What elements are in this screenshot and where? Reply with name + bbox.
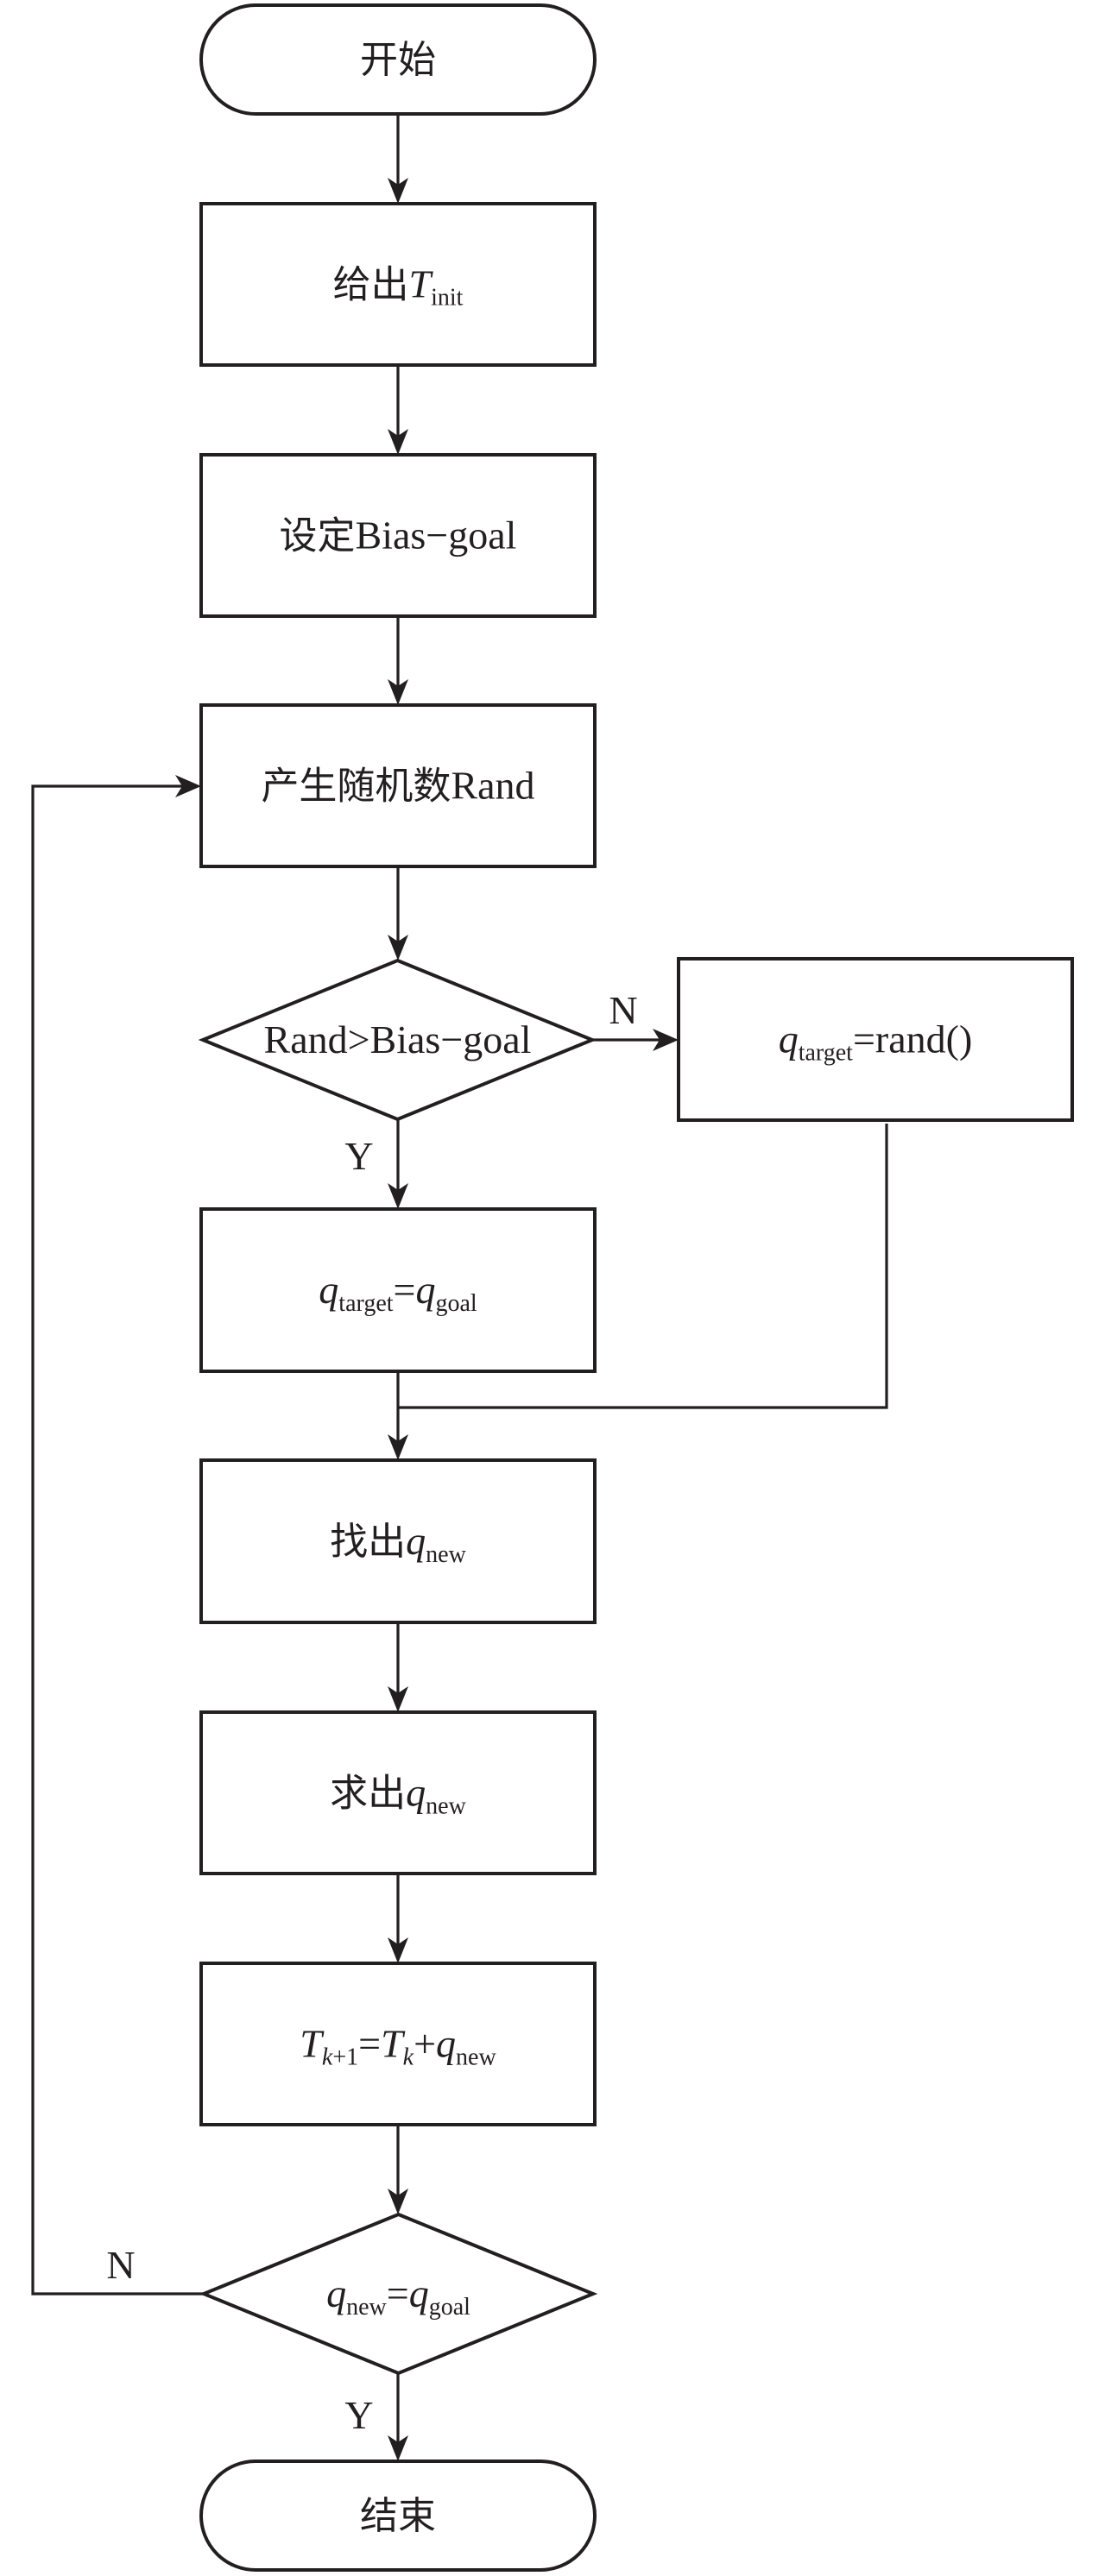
arrowhead-down-icon (388, 1937, 408, 1963)
node-label: 结束 (360, 2494, 436, 2538)
decision-shape (199, 2212, 598, 2376)
label-part: +1 (332, 2044, 358, 2071)
arrowhead-down-icon (388, 178, 408, 204)
node-label: 给出Tinit (333, 262, 464, 312)
node-target-rand: qtarget=rand() (677, 957, 1074, 1122)
label-part: 结束 (360, 2494, 436, 2538)
nodes-layer: 开始给出Tinit设定Bias−goal产生随机数RandRand>Bias−g… (198, 3, 1074, 2572)
node-label: Tk+1=Tk+qnew (300, 2022, 496, 2071)
label-part: new (426, 1541, 466, 1568)
label-part: Bias−goal (356, 513, 517, 557)
node-label: qtarget=qgoal (319, 1268, 477, 1317)
label-part: + (414, 2022, 436, 2066)
label-part: 给出 (333, 263, 409, 307)
node-check-bias: Rand>Bias−goal (198, 958, 597, 1122)
node-set-bias: 设定Bias−goal (199, 453, 597, 618)
arrowhead-down-icon (388, 1686, 408, 1712)
node-label: qnew=qgoal (326, 2271, 470, 2321)
node-check-goal: qnew=qgoal (199, 2212, 598, 2376)
node-label: 设定Bias−goal (280, 513, 517, 558)
arrowhead-down-icon (388, 2189, 408, 2214)
label-part: new (456, 2044, 496, 2071)
arrowhead-down-icon (388, 429, 408, 455)
process-shape (199, 453, 597, 618)
edge-label-bias-yes: Y (344, 1134, 373, 1178)
label-part: = (394, 1268, 416, 1312)
label-part: 设定 (280, 514, 356, 558)
node-label: 产生随机数Rand (261, 764, 534, 809)
process-shape (199, 1962, 597, 2126)
label-part: init (431, 285, 464, 312)
label-part: k (403, 2044, 414, 2071)
label-part: q (319, 1268, 338, 1312)
node-start: 开始 (199, 3, 597, 116)
edge-label-bias-no: N (609, 988, 637, 1032)
label-part: k (322, 2044, 333, 2071)
arrowhead-down-icon (388, 1183, 408, 1209)
node-gen-rand: 产生随机数Rand (199, 703, 597, 868)
node-init-tree: 给出Tinit (199, 202, 597, 367)
label-part: = (358, 2022, 381, 2066)
label-part: T (409, 262, 434, 306)
arrowhead-down-icon (388, 935, 408, 960)
label-part: Rand>Bias−goal (264, 1017, 532, 1061)
edges-layer (31, 114, 888, 2461)
label-part: q (326, 2271, 346, 2315)
node-label: 开始 (360, 38, 436, 82)
edge-label-goal-yes: Y (344, 2393, 373, 2437)
label-part: 开始 (360, 38, 436, 82)
label-part: q (779, 1017, 799, 1061)
arrowhead-down-icon (388, 1434, 408, 1460)
edge-rand-merge (398, 1124, 888, 1409)
label-part: T (300, 2022, 325, 2066)
decision-shape (198, 958, 597, 1122)
label-part: q (436, 2022, 456, 2066)
label-part: 产生随机数 (261, 765, 451, 809)
node-label: qtarget=rand() (779, 1017, 973, 1067)
arrowhead-down-icon (388, 679, 408, 705)
label-part: goal (429, 2294, 470, 2321)
terminator-shape (199, 3, 597, 116)
process-shape (199, 1207, 597, 1373)
node-find-new: 找出qnew (199, 1458, 597, 1624)
node-update-tree: Tk+1=Tk+qnew (199, 1962, 597, 2126)
edge-label-goal-no: N (106, 2243, 135, 2287)
label-part: T (381, 2022, 406, 2066)
label-part: q (406, 1519, 426, 1563)
process-shape (677, 957, 1074, 1122)
node-compute-new: 求出qnew (199, 1710, 597, 1875)
label-part: 找出 (330, 1520, 406, 1564)
process-shape (199, 1710, 597, 1875)
node-label: Rand>Bias−goal (264, 1017, 532, 1061)
node-label: 找出qnew (330, 1519, 466, 1568)
label-part: new (426, 1793, 466, 1820)
label-part: q (409, 2271, 429, 2315)
edge-loop-no (31, 784, 204, 2296)
terminator-shape (199, 2459, 597, 2572)
label-part: 求出 (330, 1772, 406, 1816)
arrowhead-right-icon (653, 1029, 679, 1051)
arrowhead-right-icon (175, 775, 201, 797)
process-shape (199, 202, 597, 367)
arrowhead-down-icon (388, 2435, 408, 2461)
label-part: q (415, 1268, 435, 1312)
label-part: Rand (451, 764, 534, 808)
node-target-goal: qtarget=qgoal (199, 1207, 597, 1373)
label-part: new (346, 2294, 387, 2321)
node-end: 结束 (199, 2459, 597, 2572)
label-part: =rand() (853, 1017, 972, 1061)
label-part: q (406, 1771, 426, 1815)
label-part: target (338, 1290, 393, 1317)
label-part: = (387, 2271, 409, 2315)
node-label: 求出qnew (330, 1771, 466, 1820)
process-shape (199, 703, 597, 868)
label-part: goal (435, 1290, 477, 1317)
process-shape (199, 1458, 597, 1624)
label-part: target (799, 1040, 853, 1067)
